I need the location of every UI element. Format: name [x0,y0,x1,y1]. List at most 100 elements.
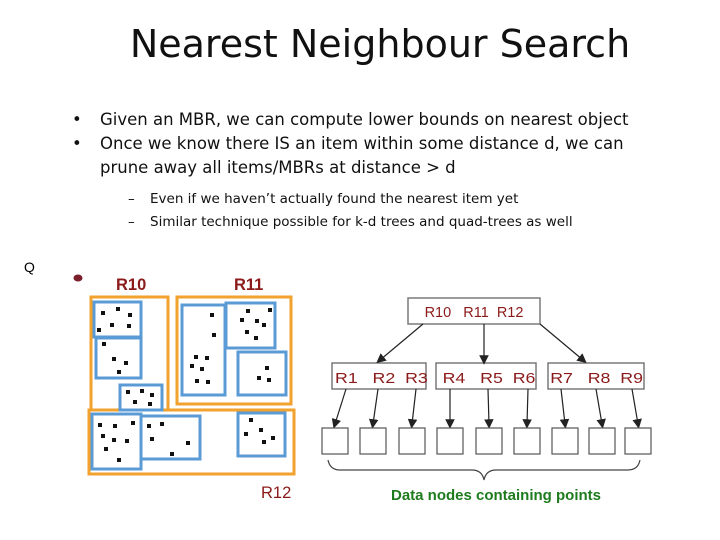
data-point [254,336,258,340]
data-point [240,318,244,322]
r6-mbr [236,350,288,397]
data-point [124,361,128,365]
data-points [97,307,275,462]
data-node-box [624,427,652,455]
data-point [257,376,261,380]
data-point [160,422,164,426]
data-node-box [513,427,541,455]
sub-bullet-item: – Even if we haven’t actually found the … [128,188,672,211]
query-point [73,274,83,282]
data-node-box [475,427,503,455]
data-point [147,424,151,428]
data-point [244,432,248,436]
data-point [195,379,199,383]
sub-bullet-text: Similar technique possible for k-d trees… [150,214,573,230]
r10-label: R10 [116,276,146,294]
data-node-box [588,427,616,455]
data-node-box [436,427,464,455]
data-point [110,323,114,327]
data-point [140,389,144,393]
data-point [150,393,154,397]
r4-mbr [180,303,227,397]
leaf-arrows [331,388,642,429]
data-point [125,439,129,443]
sub-bullet-list: – Even if we haven’t actually found the … [72,188,672,234]
data-point [249,418,253,422]
data-point [271,436,275,440]
data-point [148,402,152,406]
data-point [190,364,194,368]
r12-mbr [87,408,296,476]
data-point [150,437,154,441]
root-node [407,297,541,325]
r3-mbr [118,383,164,412]
data-point [104,447,108,451]
bullet-list: • Given an MBR, we can compute lower bou… [72,108,672,234]
data-point [265,366,269,370]
bullet-text: Given an MBR, we can compute lower bound… [100,110,629,129]
data-point [268,308,272,312]
data-node-box [359,427,387,455]
data-node-box [551,427,579,455]
data-point [101,434,105,438]
bullet-item: • Once we know there IS an item within s… [72,132,672,180]
root-arrows [376,323,587,365]
slide-title: Nearest Neighbour Search [129,22,631,66]
query-label: Q [24,259,35,275]
data-point [259,428,263,432]
data-point [262,323,266,327]
data-point [246,309,250,313]
data-point [267,378,271,382]
r11-mbr [175,295,293,406]
bullet-item: • Given an MBR, we can compute lower bou… [72,108,672,132]
data-point [186,441,190,445]
data-node-box [321,427,349,455]
data-point [194,355,198,359]
data-point [126,390,130,394]
data-point [116,307,120,311]
data-point [170,452,174,456]
child-node-r10 [331,362,427,390]
r12-label: R12 [261,484,291,502]
r2-mbr [94,336,143,380]
data-point [206,380,210,384]
data-point [255,319,259,323]
r11-label: R11 [234,276,263,294]
data-point [200,367,204,371]
sub-bullet-dash: – [128,214,135,230]
data-point [131,421,135,425]
data-point [133,400,137,404]
child-node-r12 [547,362,645,390]
brace [327,459,641,481]
bullet-text: Once we know there IS an item within som… [100,134,624,177]
r8-mbr [139,414,202,461]
data-point [102,342,106,346]
root-node-label: R10 R11 R12 [425,305,524,321]
sub-bullet-dash: – [128,191,135,207]
data-point [112,438,116,442]
bullet-dot: • [72,134,82,153]
child-node-labels: R1 R2 R3 R4 R5 R6 R7 R8 R9 [335,371,643,387]
data-point [97,328,101,332]
bullet-dot: • [72,110,82,129]
data-point [212,333,216,337]
data-point [245,330,249,334]
data-point [113,424,117,428]
data-point [262,440,266,444]
data-nodes-caption: Data nodes containing points [391,487,601,504]
r9-mbr [236,411,287,458]
data-point [98,423,102,427]
sub-bullet-item: – Similar technique possible for k-d tre… [128,211,672,234]
data-point [205,356,209,360]
data-point [112,357,116,361]
data-node-boxes [321,427,652,455]
leaf-mbrs [90,300,288,471]
data-point [101,311,105,315]
data-point [117,458,121,462]
data-point [127,324,131,328]
data-point [128,313,132,317]
data-node-box [398,427,426,455]
data-point [117,370,121,374]
